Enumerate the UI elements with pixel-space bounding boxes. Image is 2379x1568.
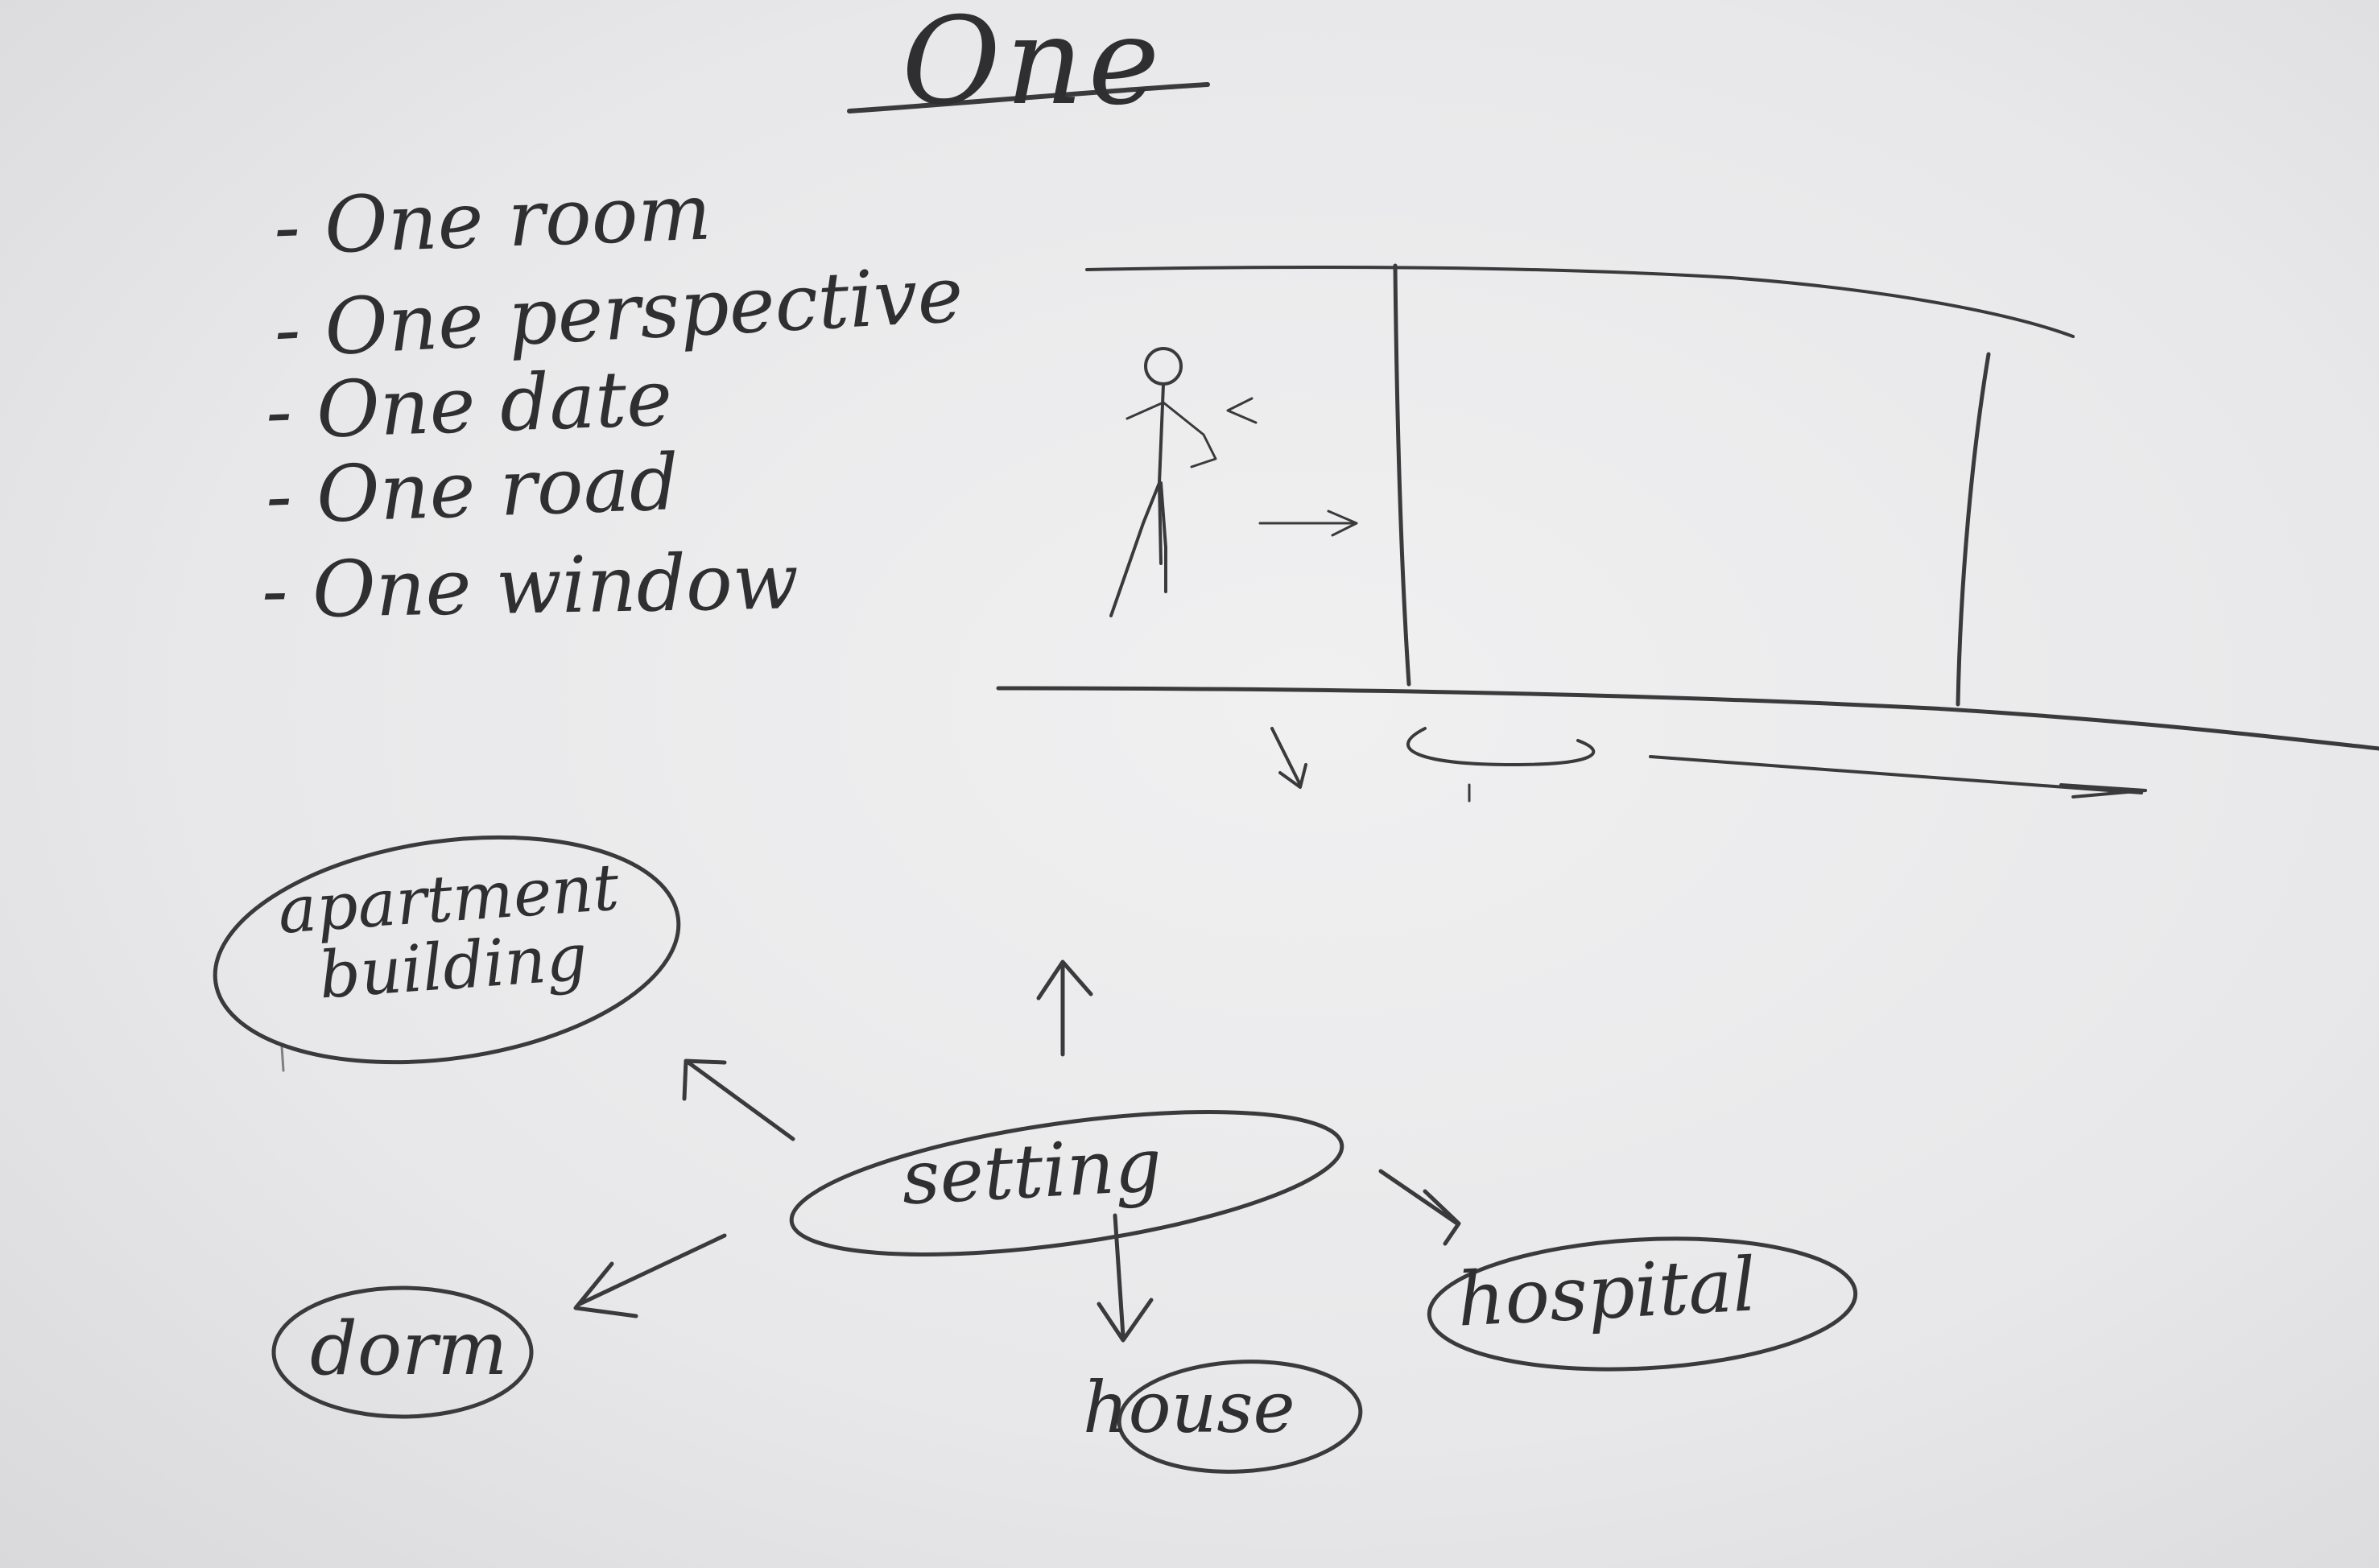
wall-divider-left xyxy=(1393,263,1411,687)
road-arrow xyxy=(2059,783,2147,798)
page-title: One xyxy=(902,0,1165,132)
node-setting: setting xyxy=(899,1121,1164,1222)
wall-divider-right xyxy=(1956,352,1991,707)
arrow-to-house xyxy=(1097,1213,1154,1343)
house-oval xyxy=(1117,1360,1363,1474)
mind-map-arrows xyxy=(573,959,1461,1343)
ground-line xyxy=(996,686,2379,751)
small-arrow-right xyxy=(1258,510,1358,537)
stick-figure xyxy=(1109,347,1217,617)
dorm-oval xyxy=(271,1285,534,1419)
stray-mark xyxy=(280,1045,285,1072)
shadow-oval xyxy=(1406,727,1596,766)
node-hospital: hospital xyxy=(1455,1241,1758,1343)
arrow-to-dorm xyxy=(573,1233,727,1318)
road-line xyxy=(1649,755,2143,794)
small-arrow-left xyxy=(1226,397,1258,424)
apartment-oval xyxy=(213,835,681,1065)
arrow-to-apartment xyxy=(682,1058,795,1141)
list-item: - One window xyxy=(261,536,799,636)
arrow-to-hospital xyxy=(1378,1169,1461,1246)
arrow-up xyxy=(1036,959,1093,1057)
mind-map-ovals xyxy=(213,835,1858,1474)
hospital-oval xyxy=(1427,1236,1858,1372)
node-house: house xyxy=(1083,1366,1295,1449)
node-dorm: dorm xyxy=(310,1306,508,1392)
list-item: - One date xyxy=(264,353,674,457)
setting-oval xyxy=(789,1110,1344,1256)
list-item: - One room xyxy=(272,167,713,273)
title-underline xyxy=(847,82,1210,113)
wall-top-line xyxy=(1085,266,2075,338)
room-sketch xyxy=(996,263,2379,803)
small-arrow-down xyxy=(1270,727,1307,789)
list-item: - One road xyxy=(264,437,680,542)
